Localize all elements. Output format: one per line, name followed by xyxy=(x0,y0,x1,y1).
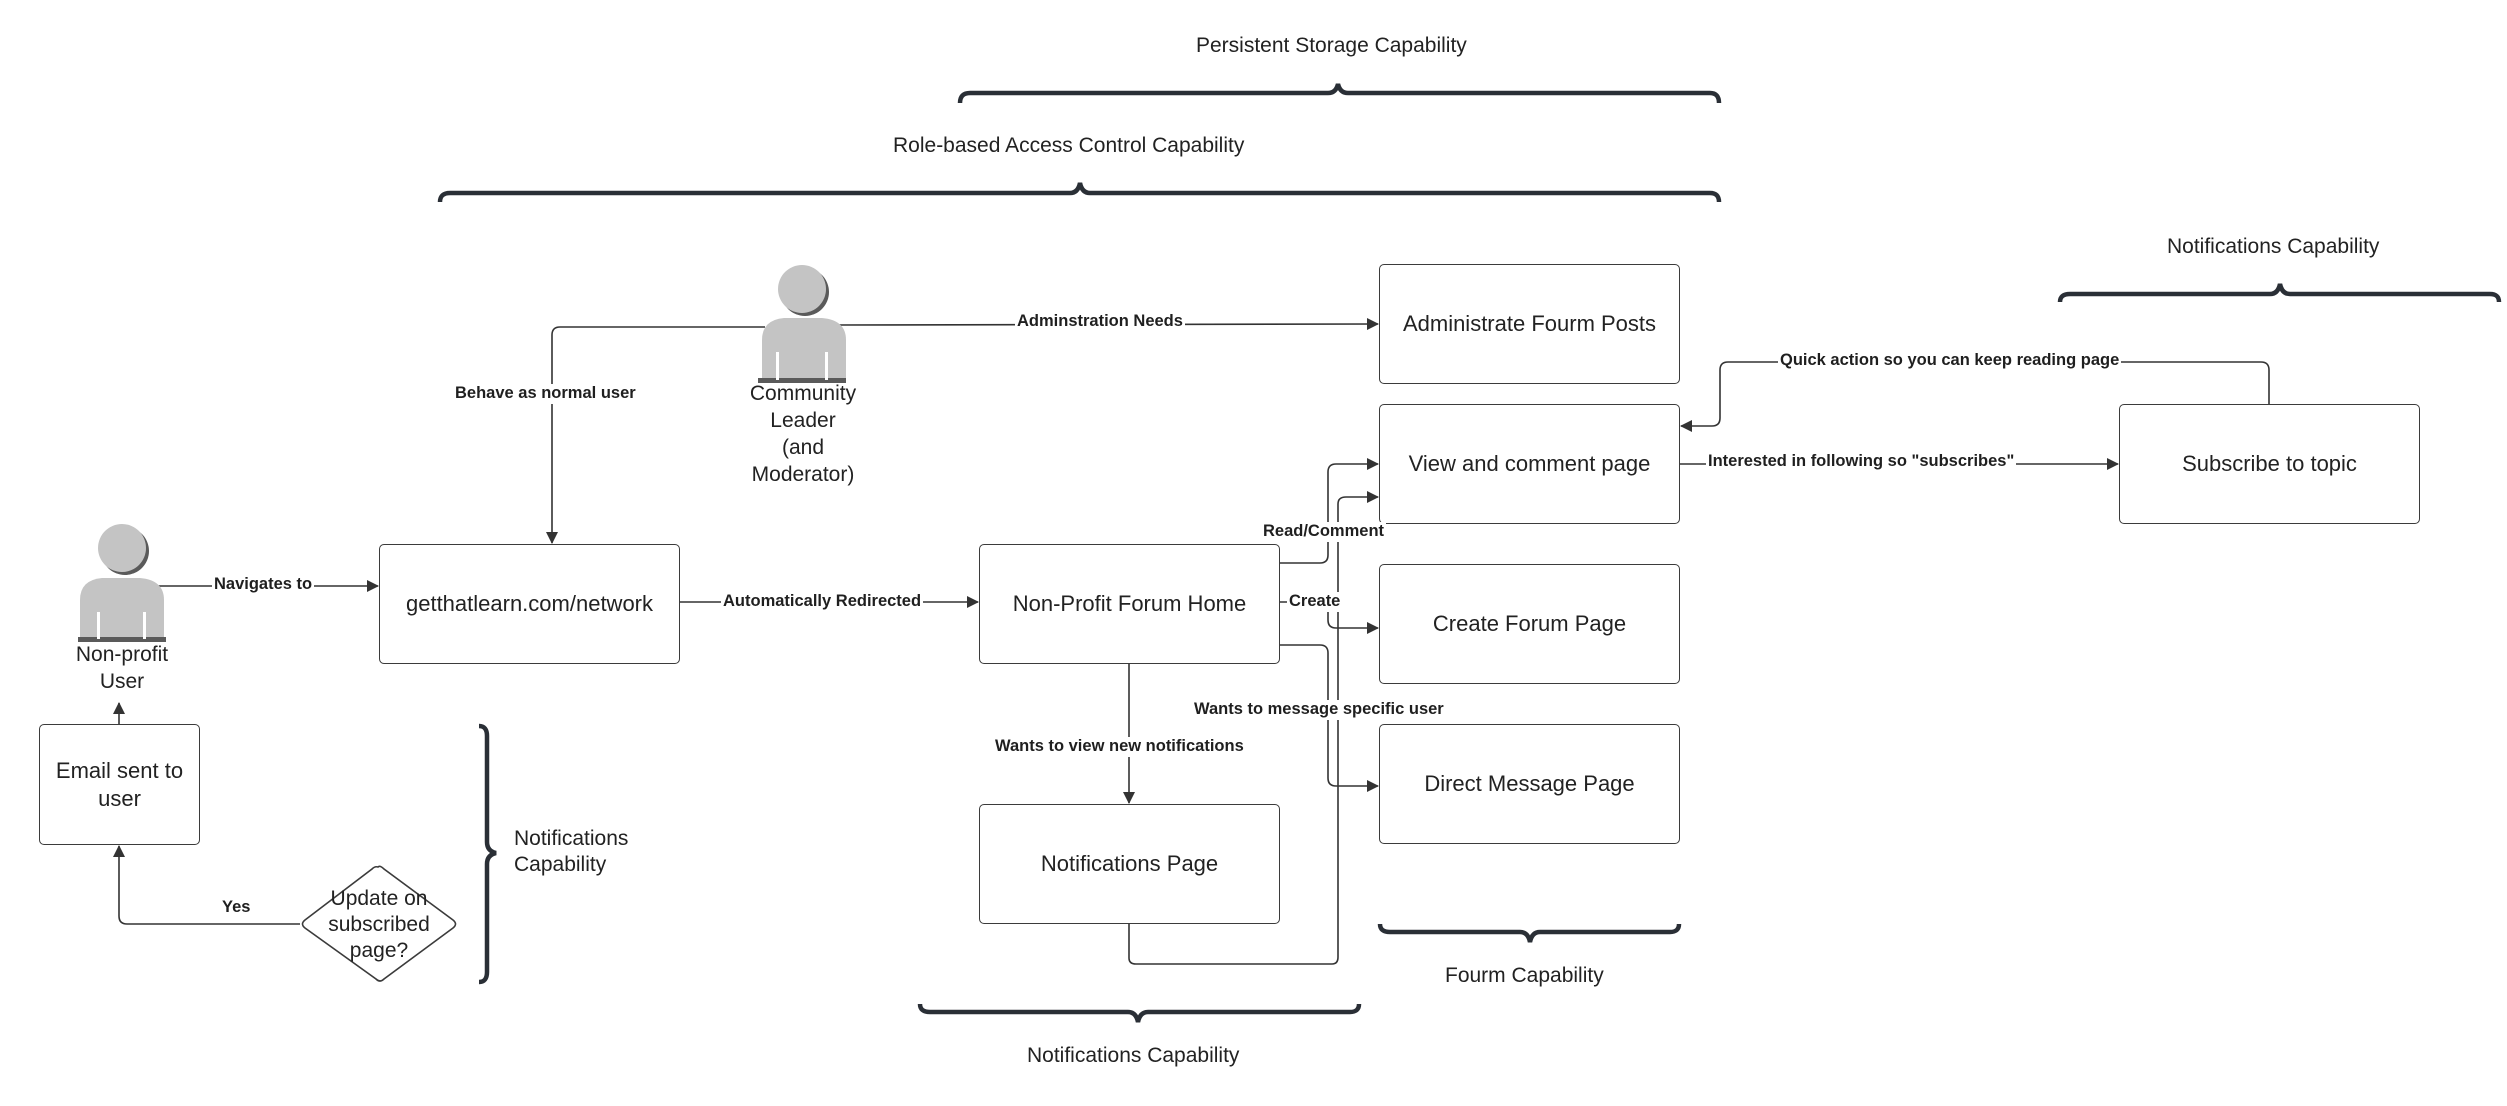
view-comment-node[interactable]: View and comment page xyxy=(1379,404,1680,524)
create-forum-node[interactable]: Create Forum Page xyxy=(1379,564,1680,684)
forum-home-node[interactable]: Non-Profit Forum Home xyxy=(979,544,1280,664)
edge-label-view-notifications: Wants to view new notifications xyxy=(993,737,1246,757)
edge-label-quick-action: Quick action so you can keep reading pag… xyxy=(1778,351,2122,371)
persistent-storage-capability-title: Persistent Storage Capability xyxy=(1196,34,1467,57)
edge-quick-action xyxy=(1680,361,2270,432)
nonprofit-user-actor-icon xyxy=(78,524,166,642)
edge-label-yes: Yes xyxy=(220,898,253,918)
forum-capability-title: Fourm Capability xyxy=(1445,964,1604,987)
notifications-page-node[interactable]: Notifications Page xyxy=(979,804,1280,924)
notifications-capability-title-top-right: Notifications Capability xyxy=(2167,235,2380,258)
edge-label-navigates-to: Navigates to xyxy=(212,575,315,595)
edge-label-behave-normal: Behave as normal user xyxy=(453,384,638,404)
brace-notifications-left xyxy=(478,723,497,985)
edge-read-comment xyxy=(1280,458,1379,564)
direct-message-node[interactable]: Direct Message Page xyxy=(1379,724,1680,844)
edge-label-create: Create xyxy=(1287,592,1343,612)
edge-label-message-user: Wants to message specific user xyxy=(1192,700,1446,720)
community-leader-actor-icon xyxy=(758,265,846,383)
brace-role-based-access xyxy=(437,182,1722,203)
email-sent-node[interactable]: Email sent to user xyxy=(39,724,200,845)
decision-label: Update on subscribed page? xyxy=(328,886,430,963)
role-based-access-capability-title: Role-based Access Control Capability xyxy=(893,134,1245,157)
edge-notifications-back xyxy=(1128,491,1379,965)
brace-forum xyxy=(1377,923,1682,943)
decision-diamond xyxy=(301,865,457,982)
notifications-capability-title-bottom: Notifications Capability xyxy=(1027,1044,1240,1067)
edge-behave-normal xyxy=(546,326,765,544)
subscribe-topic-node[interactable]: Subscribe to topic xyxy=(2119,404,2420,524)
edge-label-read-comment: Read/Comment xyxy=(1261,522,1387,542)
edge-label-admin-needs: Adminstration Needs xyxy=(1015,312,1185,332)
edge-label-auto-redirected: Automatically Redirected xyxy=(721,592,924,612)
notifications-capability-title-left: Notifications Capability xyxy=(514,827,629,877)
brace-notifications-bottom xyxy=(917,1003,1362,1023)
brace-notifications-top-right xyxy=(2057,283,2502,303)
community-leader-label: Community Leader (and Moderator) xyxy=(749,382,857,486)
network-node[interactable]: getthatlearn.com/network xyxy=(379,544,680,664)
edge-label-interested: Interested in following so "subscribes" xyxy=(1706,452,2017,472)
edge-yes xyxy=(113,845,300,925)
administrate-posts-node[interactable]: Administrate Fourm Posts xyxy=(1379,264,1680,384)
nonprofit-user-label: Non-profit User xyxy=(75,643,169,693)
brace-persistent-storage xyxy=(957,83,1722,104)
